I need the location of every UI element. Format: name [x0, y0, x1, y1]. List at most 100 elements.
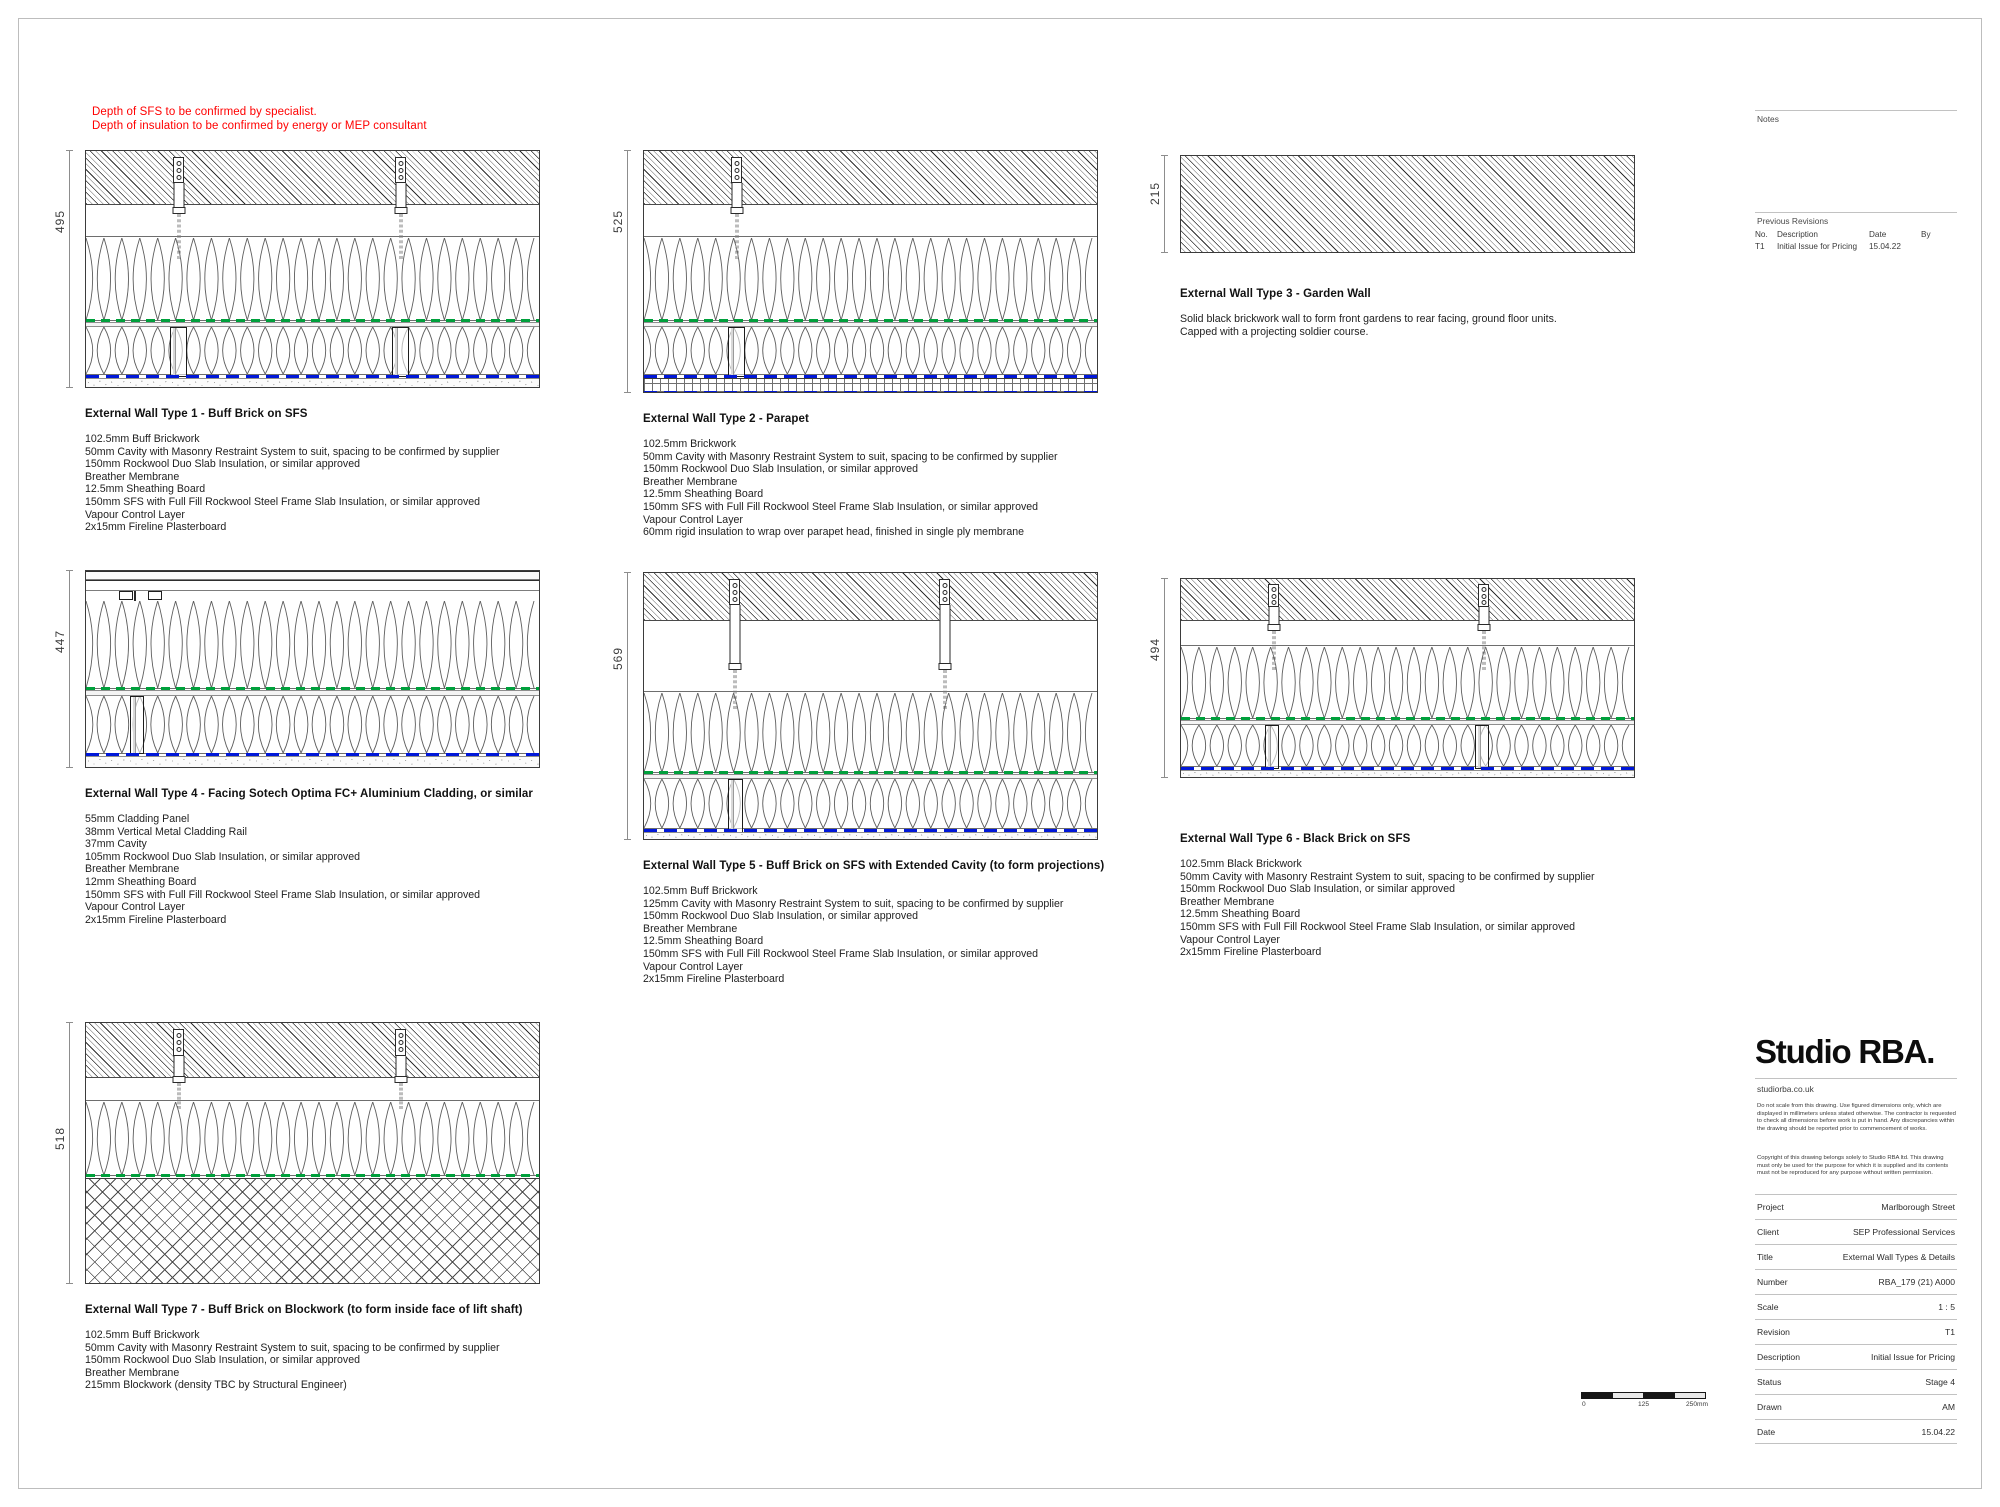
scale-bar-segment-2: [1612, 1392, 1644, 1399]
field-key-drawn: Drawn: [1757, 1402, 1782, 1412]
field-key-status: Status: [1757, 1377, 1782, 1387]
layer-insulation-duo-7: [86, 1102, 539, 1176]
wall-tie-dot-5a2: [732, 590, 737, 595]
wall-tie-dot-6b1: [1481, 587, 1486, 592]
detail-title-6: External Wall Type 6 - Black Brick on SF…: [1180, 833, 1411, 845]
wall-tie-tail-1a: [177, 214, 180, 259]
field-value-revision: T1: [1944, 1327, 1955, 1337]
spec-list-2: 102.5mm Brickwork 50mm Cavity with Mason…: [643, 438, 1058, 539]
field-value-client: SEP Professional Services: [1852, 1227, 1955, 1237]
vapour-control-layer-line-4: [86, 753, 539, 756]
wall-tie-dot-5b2: [942, 590, 947, 595]
revisions-table: No. Description Date By T1 Initial Issue…: [1755, 228, 1957, 252]
layer-extended-cavity-5: [644, 622, 1097, 692]
vapour-control-layer-line-1: [86, 375, 539, 378]
spec-item-1-3: Breather Membrane: [85, 470, 180, 483]
layer-plasterboard-6: [1181, 770, 1634, 777]
wall-tie-dot-6a2: [1271, 594, 1276, 599]
wall-tie-stem-6a: [1268, 607, 1279, 624]
wall-tie-foot-6b: [1477, 624, 1490, 631]
layer-sfs-insulation-5: [644, 779, 1097, 829]
dimension-line-4: [66, 570, 73, 768]
spec-item-6-2: 150mm Rockwool Duo Slab Insulation, or s…: [1180, 883, 1455, 896]
stud-web-6a: [1268, 726, 1271, 768]
wall-tie-head-5b: [939, 579, 950, 605]
notes-heading: Notes: [1757, 114, 1779, 124]
wall-tie-head-7a: [173, 1029, 184, 1056]
field-key-client: Client: [1757, 1227, 1779, 1237]
breather-membrane-line-1: [86, 319, 539, 322]
layer-insulation-duo-6: [1181, 647, 1634, 719]
spec-item-5-4: 12.5mm Sheathing Board: [643, 935, 764, 948]
wall-tie-head-2a: [731, 157, 742, 183]
titleblock-field-number: Number RBA_179 (21) A000: [1755, 1269, 1957, 1294]
spec-item-2-0: 102.5mm Brickwork: [643, 438, 737, 450]
wool-pattern-6: [1181, 647, 1630, 718]
spec-item-1-6: Vapour Control Layer: [85, 508, 185, 521]
detail-drawing-2: [643, 150, 1098, 393]
wool-pattern-1: [86, 238, 535, 320]
detail-drawing-5: [643, 572, 1098, 840]
detail-drawing-4: [85, 570, 540, 768]
detail-drawing-1: [85, 150, 540, 388]
layer-plasterboard-1: [86, 378, 539, 387]
spec-item-4-1: 38mm Vertical Metal Cladding Rail: [85, 825, 247, 838]
wall-tie-2a: [726, 157, 748, 259]
wall-tie-5b: [934, 579, 956, 709]
wall-tie-foot-5a: [728, 663, 741, 670]
layer-brickwork-1: [86, 151, 539, 205]
wall-tie-5a: [724, 579, 746, 709]
dimension-label-6: 494: [1148, 638, 1162, 662]
vapour-control-layer-line-5: [644, 829, 1097, 832]
logo-divider-wrap: [1755, 1078, 1957, 1079]
breather-membrane-line-4: [86, 687, 539, 690]
wall-tie-foot-1b: [394, 207, 407, 214]
field-value-date: 15.04.22: [1921, 1427, 1955, 1437]
sfs-stud-1a: [170, 327, 187, 377]
wall-tie-7b: [390, 1029, 412, 1109]
dimension-label-5: 569: [611, 647, 625, 671]
spec-item-1-0: 102.5mm Buff Brickwork: [85, 433, 200, 445]
wall-tie-stem-7a: [173, 1056, 184, 1076]
spec-item-4-8: 2x15mm Fireline Plasterboard: [85, 913, 227, 926]
wool-pattern-4: [86, 601, 535, 688]
sfs-stud-2a: [728, 327, 745, 377]
layer-cavity-7: [86, 1079, 539, 1101]
field-value-drawn: AM: [1942, 1402, 1955, 1412]
scale-tick-0: 0: [1582, 1401, 1586, 1408]
spec-item-1-4: 12.5mm Sheathing Board: [85, 483, 206, 496]
desc-line-3-0: Solid black brickwork wall to form front…: [1180, 313, 1557, 325]
titleblock-field-scale: Scale 1 : 5: [1755, 1294, 1957, 1319]
cladding-bracket-4b: [148, 591, 162, 600]
wall-tie-tail-7b: [399, 1083, 402, 1109]
layer-sheathing-board-5: [644, 774, 1097, 779]
dimension-line-2: [624, 150, 631, 393]
stud-web-1b: [395, 328, 398, 376]
layer-insulation-duo-4: [86, 601, 539, 689]
scale-bar-segment-3: [1643, 1392, 1675, 1399]
spec-item-6-0: 102.5mm Black Brickwork: [1180, 858, 1302, 870]
spec-item-4-5: 12mm Sheathing Board: [85, 875, 197, 888]
sfs-stud-4a: [130, 696, 144, 754]
field-value-scale: 1 : 5: [1938, 1302, 1955, 1312]
red-note-line-2: Depth of insulation to be confirmed by e…: [92, 120, 427, 132]
spec-list-5: 102.5mm Buff Brickwork 125mm Cavity with…: [643, 885, 1063, 986]
wall-tie-dot-7a2: [176, 1040, 181, 1045]
stud-web-4a: [133, 697, 136, 753]
titleblock-field-revision: Revision T1: [1755, 1319, 1957, 1344]
spec-item-7-3: Breather Membrane: [85, 1366, 180, 1379]
wall-tie-6b: [1473, 584, 1495, 670]
detail-description-3: Solid black brickwork wall to form front…: [1180, 313, 1557, 338]
wall-tie-tail-2a: [735, 214, 738, 259]
layer-cavity-6: [1181, 622, 1634, 646]
layer-black-brickwork-6: [1181, 579, 1634, 621]
detail-title-3: External Wall Type 3 - Garden Wall: [1180, 288, 1371, 300]
wall-tie-tail-6a: [1272, 631, 1275, 670]
dimension-label-4: 447: [53, 630, 67, 654]
field-value-description: Initial Issue for Pricing: [1870, 1352, 1955, 1362]
scale-bar-segment-1: [1581, 1392, 1613, 1399]
wall-tie-dot-1b3: [398, 175, 403, 180]
revisions-header-row: No. Description Date By: [1755, 228, 1957, 240]
spec-item-7-4: 215mm Blockwork (density TBC by Structur…: [85, 1379, 347, 1392]
wool-pattern-sfs-1: [86, 327, 535, 374]
